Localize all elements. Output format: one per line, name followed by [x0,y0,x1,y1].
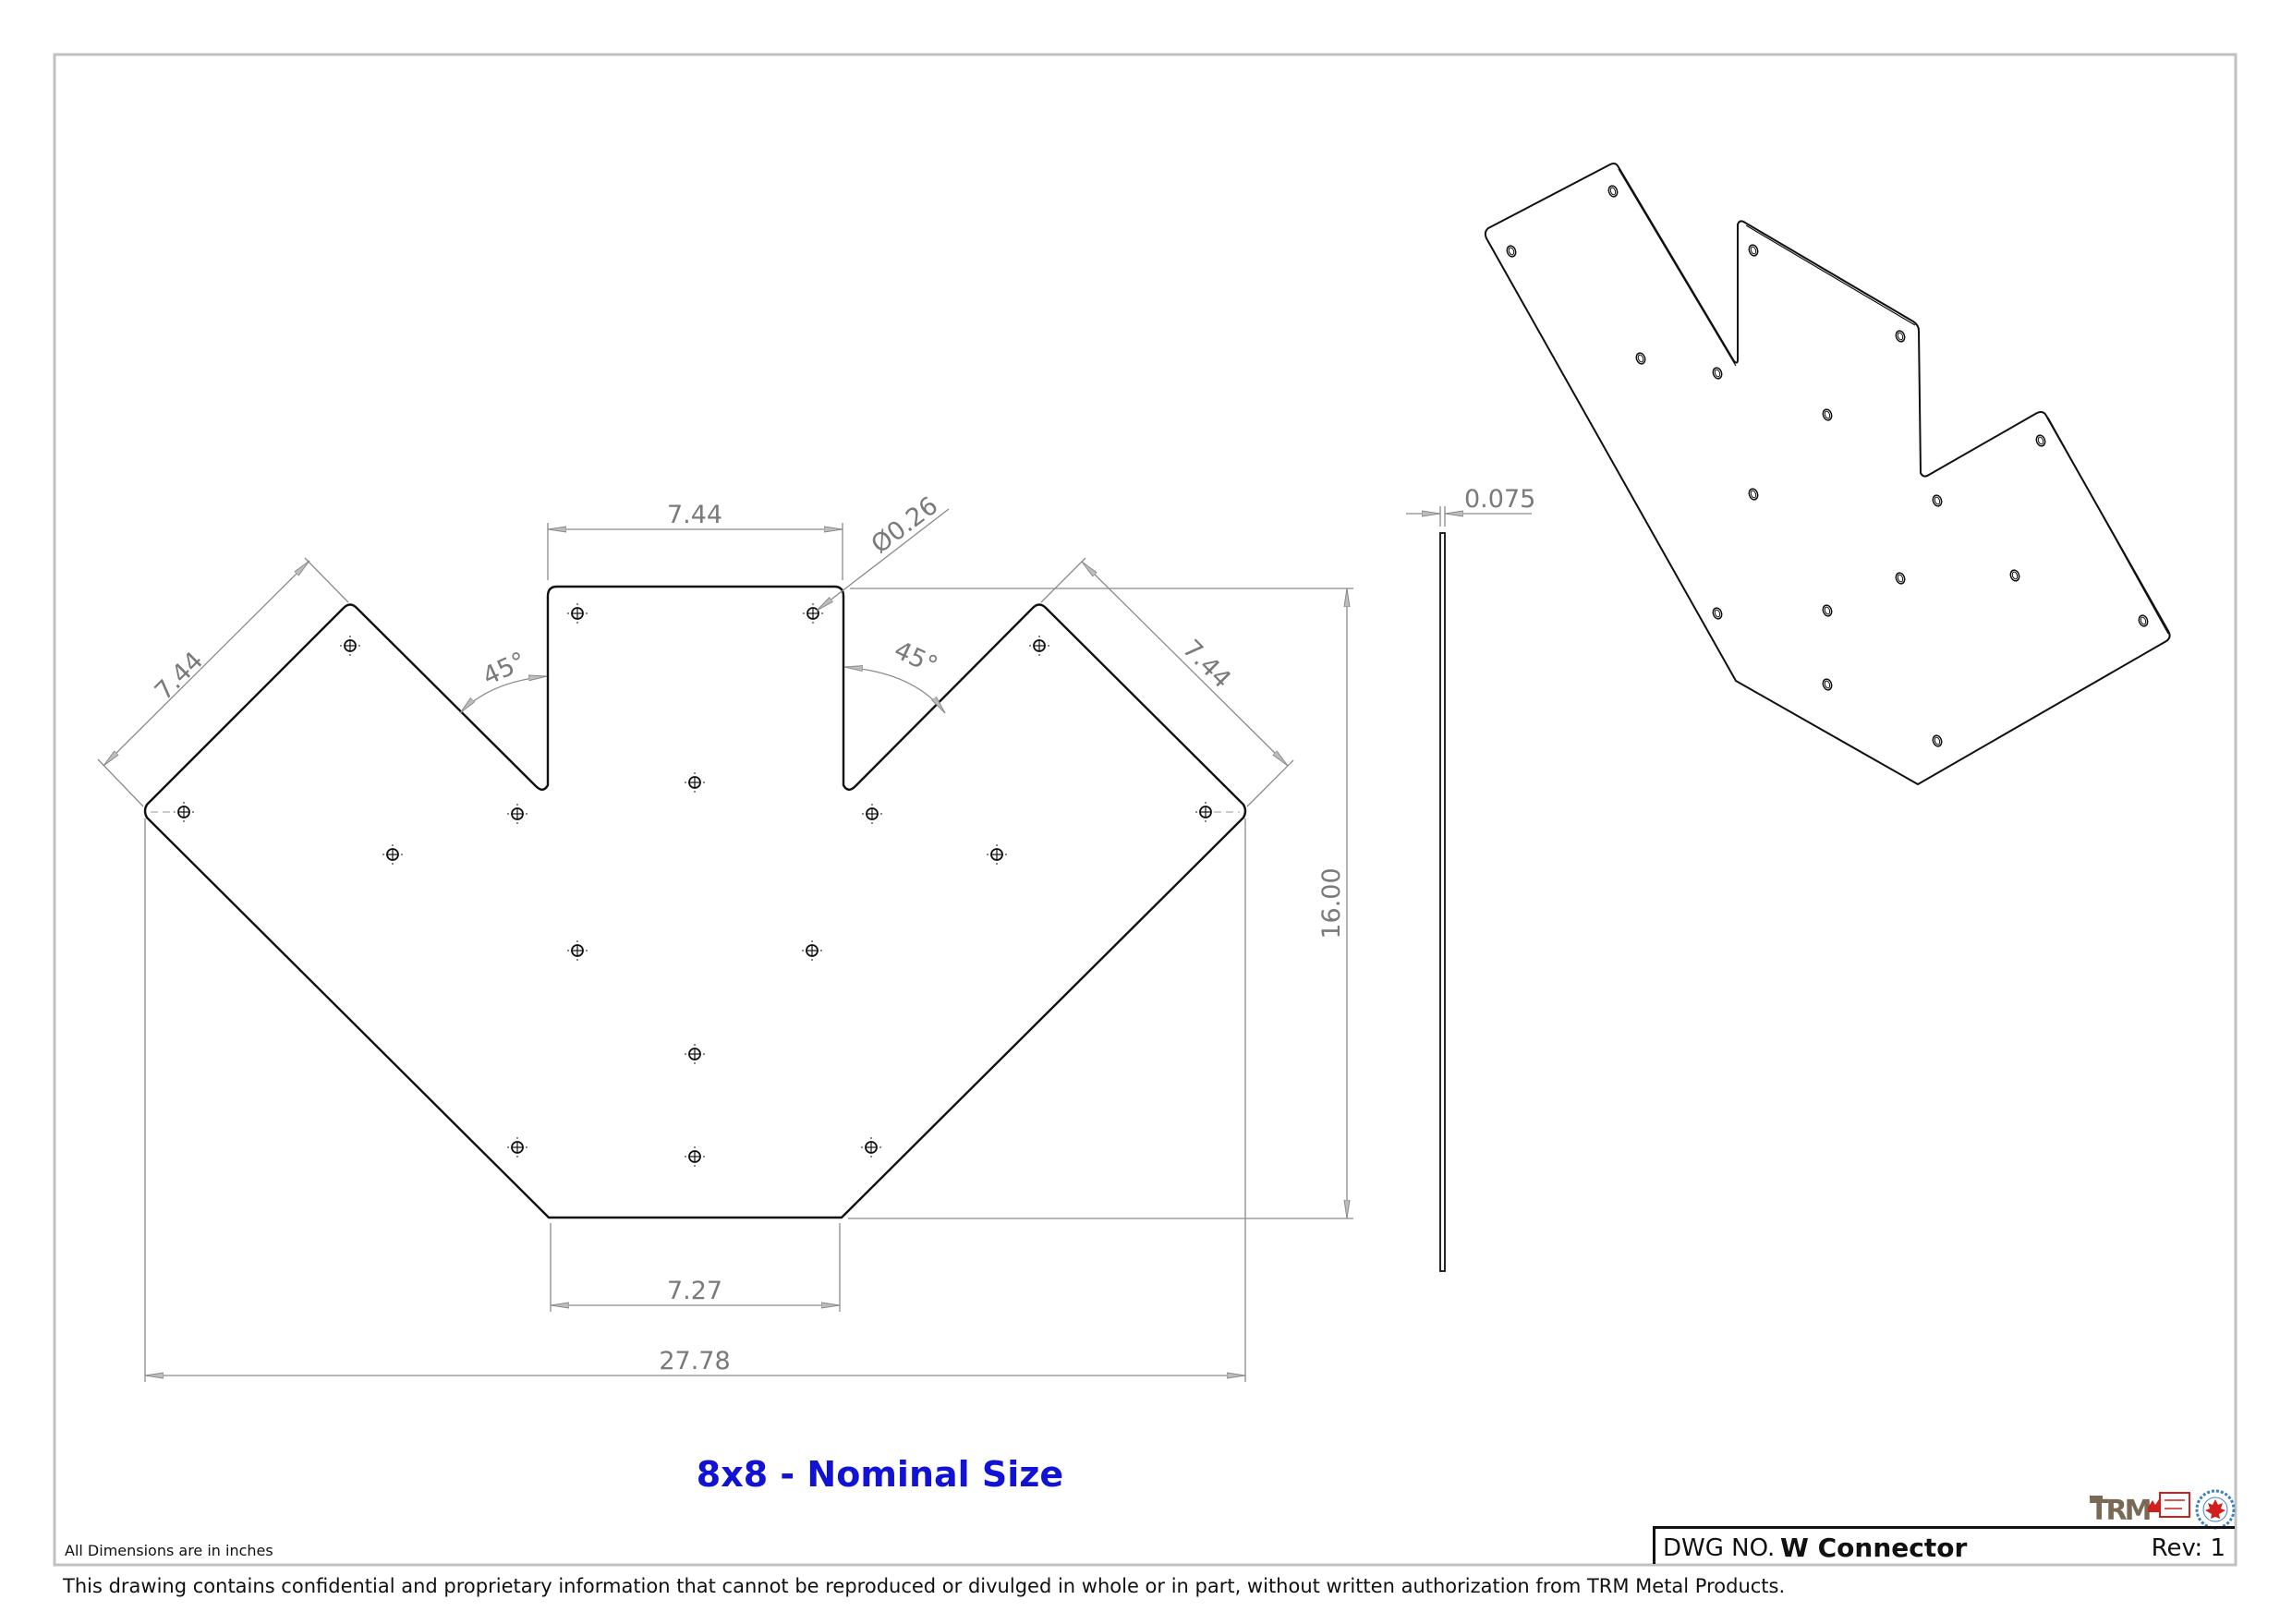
iso-outline [1484,163,2171,785]
made-in-canada-logo [2148,1492,2190,1518]
dim-left-angle [459,676,547,714]
trm-logo: TRM [2090,1495,2153,1527]
sheet-border [53,53,2237,1567]
side-view: 0.075 [1406,485,1535,1272]
dim-right-angle [844,667,946,714]
title-block: DWG NO. W Connector Rev: 1 [1653,1526,2235,1564]
front-view: 7.44 Ø0.26 7.44 7.44 45° 45° [97,491,1353,1382]
dwg-number-label: DWG NO. [1663,1534,1776,1562]
part-outline [143,585,1247,1219]
iso-holes [1504,184,2151,748]
units-note: All Dimensions are in inches [65,1542,273,1559]
svg-text:TRM: TRM [2090,1495,2151,1527]
dwg-number-value: W Connector [1780,1533,1968,1563]
dim-right-edge [1040,557,1294,807]
dim-label-top-tab: 7.44 [667,501,722,529]
dim-top-tab-width [547,523,843,580]
isometric-view [1484,163,2171,785]
hole-pattern [173,602,1217,1168]
dim-bottom-width [550,1223,841,1312]
dim-label-overall-width: 27.78 [659,1347,730,1376]
confidentiality-notice: This drawing contains confidential and p… [63,1575,1786,1597]
maple-leaf-emblem [2195,1489,2236,1530]
dim-thickness [1406,506,1532,527]
dim-label-overall-height: 16.00 [1317,867,1346,939]
dim-label-bottom-width: 7.27 [667,1277,722,1305]
dim-overall-width [144,818,1246,1382]
dim-label-thickness: 0.075 [1464,485,1535,514]
dim-label-hole-diameter: Ø0.26 [867,491,944,560]
dim-label-left-angle: 45° [479,647,530,691]
dim-label-right-angle: 45° [890,636,941,680]
dim-hole-diameter [816,508,950,612]
plate-edge [1439,532,1446,1272]
revision-label: Rev: 1 [2151,1534,2225,1562]
dim-overall-height [848,588,1353,1219]
drawing-title: 8x8 - Nominal Size [696,1454,1064,1495]
dim-left-edge [97,557,349,807]
dim-label-left-edge: 7.44 [150,647,209,706]
